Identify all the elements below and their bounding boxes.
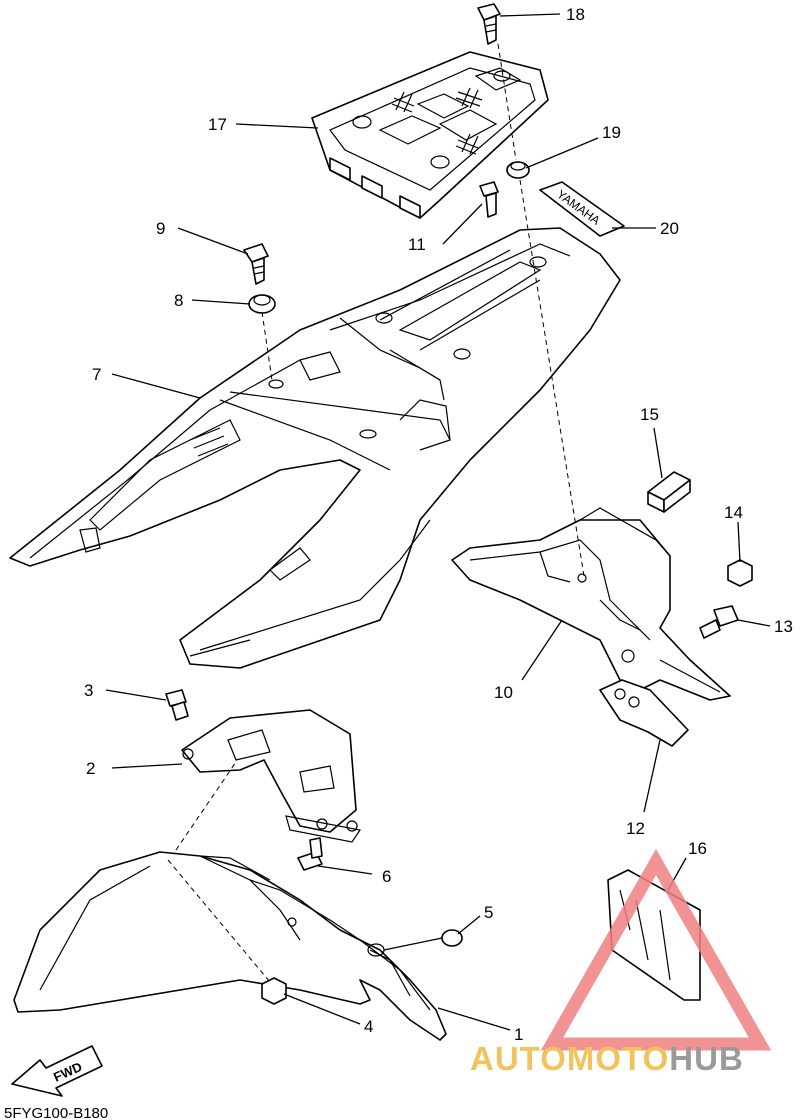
callout-4: 4: [364, 1017, 373, 1036]
part-10-flap-bracket: [451, 507, 731, 701]
watermark-auto: AUTO: [470, 1040, 567, 1077]
callout-12: 12: [626, 819, 645, 838]
callout-16: 16: [688, 839, 707, 858]
assembly-lines: [167, 43, 585, 983]
callout-5: 5: [484, 903, 493, 922]
callout-9: 9: [156, 219, 165, 238]
part-7-rear-fender-cover: [9, 227, 621, 669]
part-16-mud-flap: [607, 869, 701, 1001]
part-6-bolt: [297, 837, 323, 871]
leader-lines: [105, 13, 771, 1031]
callout-11: 11: [408, 235, 426, 254]
watermark-text: AUTOMOTOHUB: [470, 1040, 744, 1077]
callout-7: 7: [92, 365, 101, 384]
part-18-bolt: [477, 3, 501, 45]
diagram-code: 5FYG100-B180: [4, 1105, 108, 1120]
callout-14: 14: [724, 503, 743, 522]
part-4-nut: [261, 977, 287, 1005]
callout-13: 13: [774, 617, 793, 636]
callout-1: 1: [514, 1025, 523, 1044]
part-8-grommet: [248, 294, 276, 314]
watermark-moto: MOTO: [567, 1040, 669, 1077]
watermark-hub: HUB: [669, 1040, 744, 1077]
callout-numbers: 18 17 19 20 9 11 8 7 15 14 13 10 3 2 12 …: [84, 5, 793, 1044]
part-1-front-fender: [13, 851, 447, 1041]
callout-15: 15: [640, 405, 659, 424]
watermark-logo: AUTOMOTOHUB: [470, 848, 772, 1077]
callout-3: 3: [84, 681, 93, 700]
fwd-arrow: FWD: [11, 1045, 103, 1097]
part-19-grommet: [506, 161, 530, 179]
part-2-fender-bracket: [181, 709, 362, 843]
watermark-triangle-icon: [540, 848, 772, 1051]
part-11-bolt: [479, 181, 499, 218]
part-15-damper: [647, 471, 691, 513]
callout-19: 19: [602, 123, 621, 142]
part-9-bolt: [243, 243, 269, 285]
part-14-nut: [727, 559, 753, 587]
callout-6: 6: [382, 867, 391, 886]
part-13-bolt: [699, 605, 739, 639]
callout-18: 18: [566, 5, 585, 24]
callout-20: 20: [660, 219, 679, 238]
callout-17: 17: [208, 115, 227, 134]
part-3-bolt: [165, 689, 189, 721]
callout-2: 2: [86, 759, 95, 778]
part-12-bracket: [599, 679, 689, 747]
callout-8: 8: [174, 291, 183, 310]
callout-10: 10: [494, 683, 513, 702]
